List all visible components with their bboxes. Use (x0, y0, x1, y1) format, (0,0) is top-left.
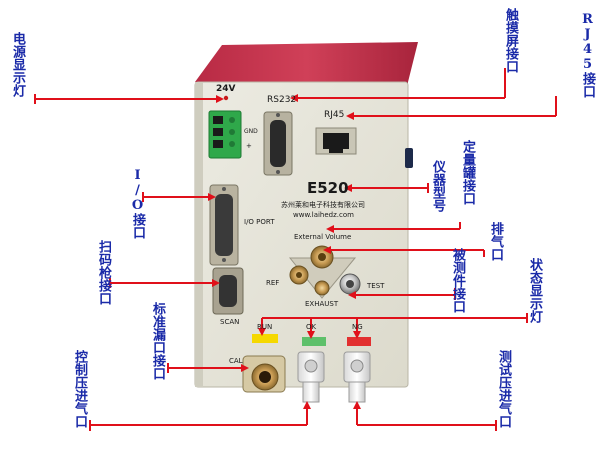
run-label: RUN (257, 323, 273, 331)
io-port-label: I/O PORT (244, 218, 275, 226)
top-cover (195, 42, 418, 82)
ok-led (302, 337, 326, 346)
ok-label: OK (306, 323, 317, 331)
callout-leak-port: 标准漏口接口 (150, 302, 165, 380)
rs232-label: RS232 (267, 95, 297, 105)
cal-label: CAL (229, 357, 243, 365)
test-label: TEST (367, 282, 385, 290)
callout-scanner-port: 扫码枪接口 (96, 240, 111, 305)
company-label: 苏州莱和电子科技有限公司 (281, 201, 365, 209)
external-volume-label: External Volume (294, 233, 352, 241)
control-inlet-fitting (297, 351, 325, 403)
gnd-label: GND (244, 128, 258, 135)
callout-touchscreen-port: 触摸屏接口 (503, 8, 518, 73)
callout-status-lights: 状态显示灯 (527, 258, 542, 323)
power-led (223, 95, 229, 101)
website-label: www.laihedz.com (293, 211, 354, 219)
callout-rj45-text: RJ45接口 (580, 12, 595, 98)
scan-label: SCAN (220, 318, 240, 326)
plus-label: + (246, 142, 252, 150)
test-inlet-fitting (343, 351, 371, 403)
callout-test-inlet: 测试压进气口 (496, 350, 511, 428)
exhaust-fitting (314, 280, 330, 296)
callout-io-port: I/O接口 (130, 168, 145, 239)
model-label: E520 (307, 179, 349, 197)
exhaust-label: EXHAUST (305, 300, 339, 308)
rj45-label: RJ45 (324, 110, 345, 120)
callout-control-inlet: 控制压进气口 (72, 350, 87, 428)
callout-model-no: 仪器型号 (430, 160, 445, 212)
callout-volume-port: 定量罐接口 (460, 140, 475, 205)
callout-power-led: 电源显示灯 (10, 32, 25, 97)
ng-led (347, 337, 371, 346)
ref-label: REF (266, 279, 280, 287)
power-voltage-label: 24V (216, 84, 236, 94)
callout-test-port: 被测件接口 (450, 248, 465, 313)
callout-exhaust: 排气口 (488, 222, 503, 261)
arrow-heads (208, 94, 361, 409)
callout-rj45-port: RJ45接口 (545, 12, 595, 98)
annotation-arrows (34, 68, 557, 431)
run-led (252, 334, 278, 343)
ng-label: NG (352, 323, 363, 331)
